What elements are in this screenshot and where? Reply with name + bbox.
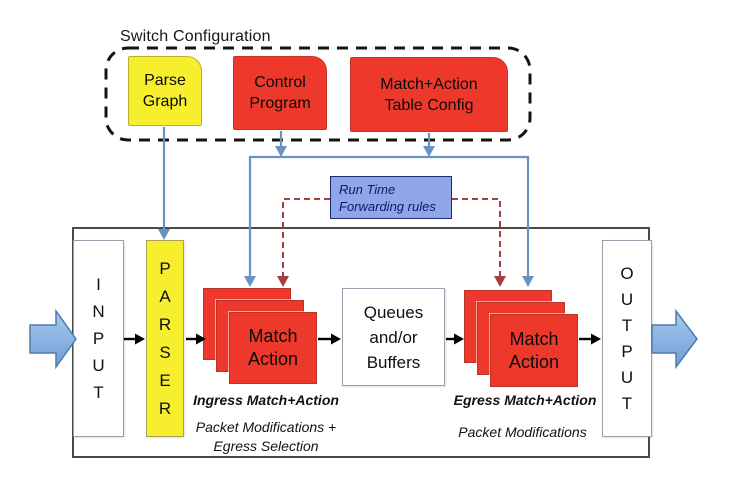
egress-packet-modifications-label: Packet Modifications (458, 424, 587, 440)
arrowhead-table-config (423, 146, 435, 157)
runtime-forwarding-rules-box: Run Time Forwarding rules (330, 176, 452, 219)
input-stage-box: I N P U T (73, 240, 124, 437)
ingress-packet-modifications-label: Packet Modifications + Egress Selection (195, 419, 337, 454)
output-stage-box: O U T P U T (602, 240, 652, 437)
queues-buffers-box: Queues and/or Buffers (342, 288, 445, 386)
match-action-table-config-box: Match+Action Table Config (350, 57, 508, 132)
egress-match-action-label: Egress Match+Action (453, 392, 597, 408)
ingress-match-action-card-front: Match Action (229, 312, 317, 384)
arrowhead-control-program (275, 146, 287, 157)
control-program-box: Control Program (233, 56, 327, 130)
packets-in-arrow (29, 308, 77, 370)
diagram-title: Switch Configuration (120, 28, 271, 45)
egress-match-action-card-front: Match Action (490, 314, 578, 387)
ingress-match-action-label: Ingress Match+Action (193, 392, 339, 408)
packets-out-arrow (651, 308, 698, 370)
parse-graph-box: Parse Graph (128, 56, 202, 126)
parser-stage-box: P A R S E R (146, 240, 184, 437)
